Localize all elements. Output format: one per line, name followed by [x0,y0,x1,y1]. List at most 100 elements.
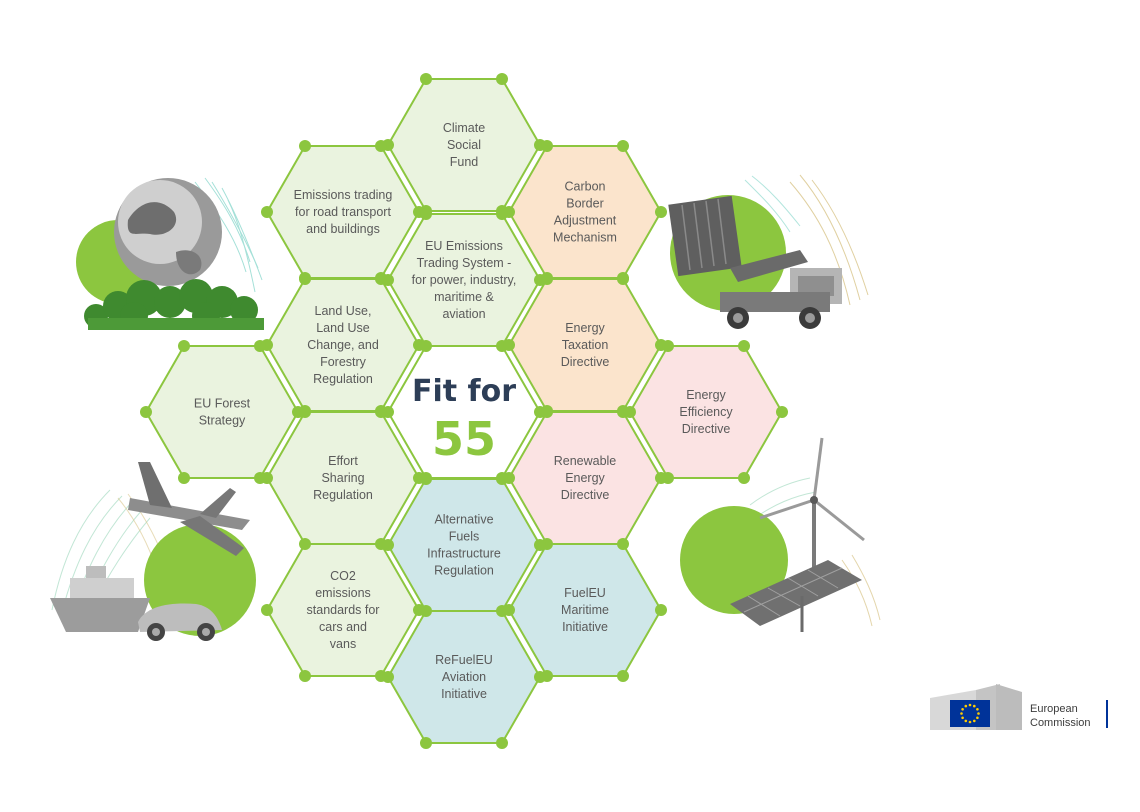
connector-node [299,406,311,418]
hexagon-label-line: FuelEU [564,586,606,600]
eu-star-icon [961,716,964,720]
connector-node [496,737,508,749]
hexagon-label-line: Mechanism [553,231,617,245]
connector-node [299,538,311,550]
container-handler-illustration [668,174,869,329]
eu-star-icon [964,719,968,723]
eu-star-icon [977,712,980,715]
connector-node [503,604,515,616]
connector-node [541,273,553,285]
connector-node [299,273,311,285]
hexagon-label-line: Efficiency [679,405,733,419]
hexagon-label-line: Directive [561,355,610,369]
connector-node [655,206,667,218]
connector-node [738,472,750,484]
connector-node [534,539,546,551]
hexagon-label-line: Aviation [442,670,486,684]
connector-node [541,140,553,152]
connector-node [420,73,432,85]
connector-node [617,670,629,682]
plane-ship-car-illustration [50,462,256,641]
connector-node [261,206,273,218]
hexagon-label-line: Fuels [449,530,480,544]
eu-star-icon [960,712,963,715]
connector-node [617,140,629,152]
hexagon-label-line: Regulation [313,372,373,386]
connector-node [617,273,629,285]
hexagon-label-line: CO2 [330,569,356,583]
connector-node [776,406,788,418]
hexagon-label-line: Regulation [313,488,373,502]
connector-node [503,339,515,351]
hexagon-label-line: Directive [682,422,731,436]
title-line-2: 55 [432,412,496,466]
hexagon-label-line: Land Use [316,321,370,335]
hexagon-label-line: Climate [443,121,485,135]
connector-node [655,604,667,616]
eu-star-icon [961,708,964,711]
hexagon-label-line: Change, and [307,338,379,352]
hexagon-label-line: aviation [442,307,485,321]
eu-star-icon [973,719,976,723]
connector-node [140,406,152,418]
eu-star-icon [968,703,972,707]
connector-node [655,472,667,484]
hexagon-label-line: Energy [686,388,726,402]
hexagon-label-line: Initiative [441,687,487,701]
hexagon-label-line: Energy [565,471,605,485]
connector-node [254,340,266,352]
hexagon-label-line: standards for [307,603,380,617]
connector-node [496,208,508,220]
connector-node [382,671,394,683]
hexagon-label-line: Fund [450,155,479,169]
hexagon-label-line: Renewable [554,454,617,468]
hexagon-label-line: Infrastructure [427,547,501,561]
eu-star-icon [968,720,972,724]
hexagon-label-line: Maritime [561,603,609,617]
connector-node [496,473,508,485]
connector-node [420,473,432,485]
eu-star-icon [976,716,979,720]
hexagon-label-line: maritime & [434,290,494,304]
logo-line-2: Commission [1030,717,1091,729]
connector-node [299,670,311,682]
hexagon-label-line: Adjustment [554,214,617,228]
connector-node [178,340,190,352]
hexagon-label-line: Energy [565,321,605,335]
hexagon-label-line: Sharing [321,471,364,485]
connector-node [496,73,508,85]
hexagon-label-line: Social [447,138,481,152]
hexagon-label-line: for road transport [295,205,391,219]
hexagon-label-line: EU Forest [194,397,251,411]
connector-node [420,208,432,220]
hexagon-label-line: Land Use, [315,304,372,318]
hexagon-label-line: Forestry [320,355,367,369]
hexagon-label-line: Carbon [565,180,606,194]
connector-node [541,406,553,418]
hexagon-label-line: Initiative [562,620,608,634]
hexagon-label-line: Effort [328,454,358,468]
hexagon-shape [507,145,663,279]
eu-star-icon [976,708,979,711]
connector-node [299,140,311,152]
title-line-1: Fit for [412,374,516,409]
hexagon-label-line: Strategy [199,414,246,428]
connector-node [662,340,674,352]
connector-node [261,472,273,484]
connector-node [420,737,432,749]
connector-node [375,273,387,285]
connector-node [738,340,750,352]
logo-divider [1106,700,1108,728]
connector-node [261,604,273,616]
hexagon-label-line: for power, industry, [412,273,517,287]
